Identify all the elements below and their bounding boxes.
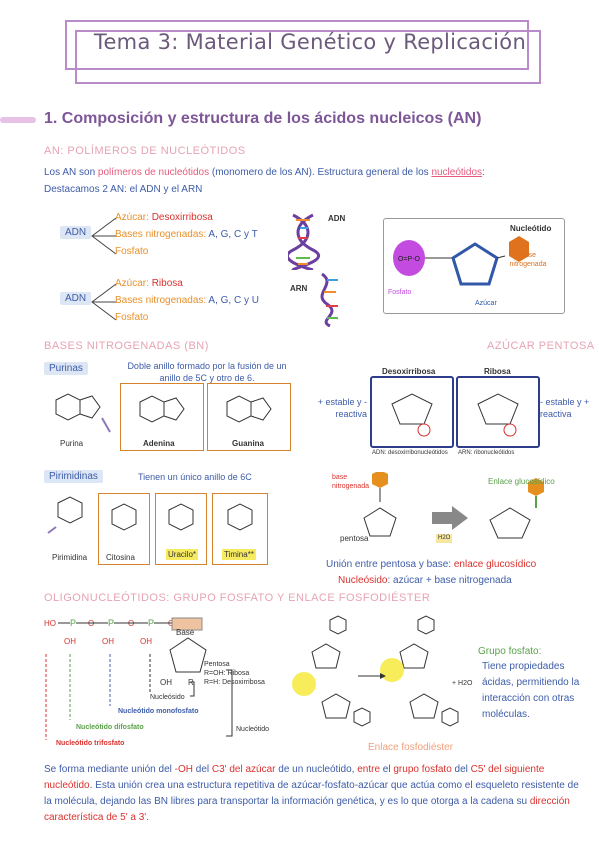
nd-nucleotido-label: Nucleótido (236, 726, 270, 733)
pyrimidine-structure (47, 496, 83, 534)
glucosidico-pentosa-label: pentosa (340, 534, 369, 543)
h2o-product: + H2O (452, 680, 473, 687)
pirimidina-label: Pirimidina (52, 553, 88, 562)
nd-oh-label: OH (160, 678, 172, 687)
ribosa-caption: ARN: ribonucleótidos (458, 450, 515, 456)
nd-mono-label: Nucleótido monofosfato (118, 708, 199, 715)
rna-strand-icon (320, 272, 338, 327)
uracilo-label: Uracilo* (166, 549, 199, 560)
nd-di-label: Nucleótido difosfato (76, 724, 144, 731)
helix-arn-label: ARN (290, 284, 308, 293)
nd-nucleosido-label: Nucleósido (150, 694, 185, 701)
thymine-structure (227, 503, 253, 531)
arn-fosfato: Fosfato (115, 312, 149, 323)
guanina-label: Guanina (232, 439, 265, 448)
arn-brace (91, 283, 117, 321)
final-paragraph: Se forma mediante unión del -OH del C3' … (44, 764, 579, 823)
guanina-box (207, 383, 291, 451)
adenina-box (120, 383, 204, 451)
svg-text:P: P (108, 618, 114, 628)
intro-line2: Destacamos 2 AN: el ADN y el ARN (44, 184, 203, 195)
subtitle-bases: BASES NITROGENADAS (BN) (44, 340, 209, 352)
helix-adn-label: ADN (328, 214, 346, 223)
ribosa-box (456, 376, 540, 448)
timina-box (212, 493, 268, 565)
adn-azucar: Azúcar: Desoxirribosa (115, 212, 213, 223)
glucosidico-base-label: base nitrogenada (332, 474, 369, 490)
arn-bases: Bases nitrogenadas: A, G, C y U (115, 295, 259, 306)
pirimidinas-desc: Tienen un único anillo de 6C (138, 472, 252, 482)
nucleotido-base-label: Base nitrogenada (509, 252, 547, 268)
glucosidico-h2o: H2O (436, 534, 453, 543)
svg-text:OH: OH (102, 637, 114, 646)
pirimidinas-pill: Pirimidinas (44, 470, 103, 483)
adn-pill: ADN (60, 226, 92, 239)
timina-label: Timina** (222, 549, 256, 560)
purinas-pill: Purinas (44, 362, 88, 375)
svg-text:HO: HO (44, 619, 56, 628)
intro-line1: Los AN son polímeros de nucleótidos (mon… (44, 167, 485, 178)
adn-bases: Bases nitrogenadas: A, G, C y T (115, 229, 258, 240)
fosfato-note-body: Tiene propiedades ácidas, permitiendo la… (482, 661, 580, 720)
glucosidico-line1: Unión entre pentosa y base: enlace gluco… (326, 559, 537, 570)
subtitle-polimeros: AN: POLÍMEROS DE NUCLEÓTIDOS (44, 145, 246, 157)
guanine-structure (226, 395, 272, 423)
ribosa-note: - estable y + reactiva (540, 397, 590, 419)
citosina-label: Citosina (106, 553, 135, 562)
svg-text:P: P (70, 618, 76, 628)
uracil-structure (168, 503, 194, 531)
title-frame-inner (75, 30, 541, 84)
section-title: 1. Composición y estructura de los ácido… (44, 110, 482, 127)
nucleotido-fosfato-label: Fosfato (388, 289, 412, 296)
dna-helix-icon (288, 213, 321, 270)
page-title: Tema 3: Material Genético y Replicación (93, 30, 527, 54)
nd-r-label: R (188, 678, 194, 687)
uracilo-box (155, 493, 207, 565)
nd-base-label: Base (176, 628, 195, 637)
desoxirribosa-label: Desoxirribosa (382, 367, 436, 376)
purinas-desc: Doble anillo formado por la fusión de un… (127, 361, 287, 383)
svg-text:P: P (148, 618, 154, 628)
ribosa-label: Ribosa (484, 367, 511, 376)
adn-fosfato: Fosfato (115, 246, 149, 257)
section-marker (0, 117, 36, 123)
nd-tri-label: Nucleótido trifosfato (56, 740, 125, 747)
adenina-label: Adenina (143, 439, 175, 448)
title-frame-outer (65, 20, 529, 70)
nucleotido-box (383, 218, 565, 314)
ribose-structure (477, 393, 519, 437)
svg-text:OH: OH (64, 637, 76, 646)
glucosidico-line2: Nucleósido: azúcar + base nitrogenada (338, 575, 512, 586)
deoxyribose-structure (391, 393, 433, 437)
glucosidico-enlace-label: Enlace glucosídico (488, 477, 555, 486)
desoxi-caption: ADN: desoxirribonucleótidos (372, 450, 448, 456)
purine-structure (55, 393, 111, 433)
fosfato-note-title: Grupo fosfato: (478, 646, 542, 657)
glycosidic-reaction (363, 472, 544, 539)
cytosine-structure (111, 503, 137, 531)
citosina-box (98, 493, 150, 565)
svg-text:OH: OH (140, 637, 152, 646)
subtitle-azucar: AZÚCAR PENTOSA (487, 340, 595, 352)
svg-text:O=P-O: O=P-O (398, 256, 421, 263)
subtitle-oligo: OLIGONUCLEÓTIDOS: GRUPO FOSFATO Y ENLACE… (44, 592, 431, 604)
desoxirribosa-box (370, 376, 454, 448)
nucleotide-schematic: O=P-O (393, 236, 529, 286)
nucleotido-title: Nucleótido (510, 224, 552, 233)
purina-label: Purina (60, 439, 84, 448)
desoxi-note: + estable y - reactiva (317, 397, 367, 419)
adn-brace (91, 217, 117, 255)
arn-pill: ADN (60, 292, 92, 305)
nucleotido-azucar-label: Azúcar (475, 300, 497, 307)
arn-azucar: Azúcar: Ribosa (115, 278, 183, 289)
phosphodiester-reaction (292, 615, 459, 727)
enlace-fosfo-label: Enlace fosfodiéster (368, 742, 454, 753)
adenine-structure (139, 395, 185, 423)
